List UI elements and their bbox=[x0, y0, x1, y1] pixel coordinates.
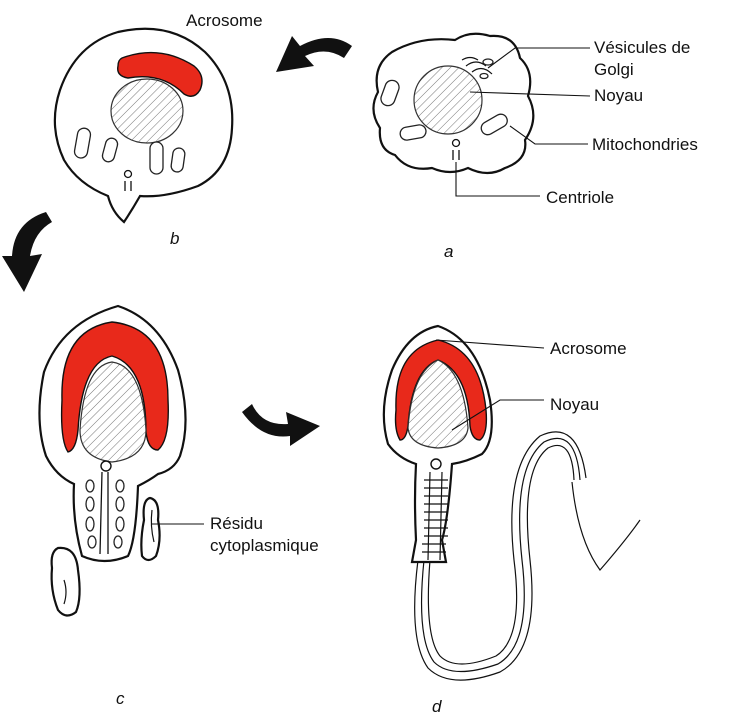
label-acrosome-b: Acrosome bbox=[186, 11, 263, 30]
stage-d-flagellum-end bbox=[572, 482, 640, 570]
arrow-b-to-c bbox=[2, 212, 52, 292]
arrow-c-to-d bbox=[242, 404, 320, 446]
stage-letter-a: a bbox=[444, 242, 453, 261]
stage-c-cell bbox=[39, 306, 185, 616]
label-mitochondries: Mitochondries bbox=[592, 135, 698, 154]
stage-c-centriole bbox=[101, 461, 111, 471]
stage-c-residue-right bbox=[141, 498, 159, 560]
stage-letter-d: d bbox=[432, 697, 442, 716]
label-residue-line1: Résidu bbox=[210, 514, 263, 533]
label-residue-line2: cytoplasmique bbox=[210, 536, 319, 555]
stage-b-cell bbox=[55, 29, 232, 222]
label-acrosome-d: Acrosome bbox=[550, 339, 627, 358]
stage-letter-c: c bbox=[116, 689, 125, 708]
label-golgi-line1: Vésicules de bbox=[594, 38, 690, 57]
stage-d-cell bbox=[384, 326, 640, 680]
stage-letter-b: b bbox=[170, 229, 179, 248]
label-noyau-d: Noyau bbox=[550, 395, 599, 414]
arrow-a-to-b bbox=[276, 36, 352, 72]
stage-a-cell bbox=[373, 34, 533, 173]
label-golgi-line2: Golgi bbox=[594, 60, 634, 79]
stage-c-residue-left bbox=[52, 548, 80, 616]
label-centriole: Centriole bbox=[546, 188, 614, 207]
stage-b-nucleus bbox=[111, 79, 183, 143]
stage-d-centriole bbox=[431, 459, 441, 469]
stage-a-nucleus bbox=[414, 66, 482, 134]
label-noyau-a: Noyau bbox=[594, 86, 643, 105]
